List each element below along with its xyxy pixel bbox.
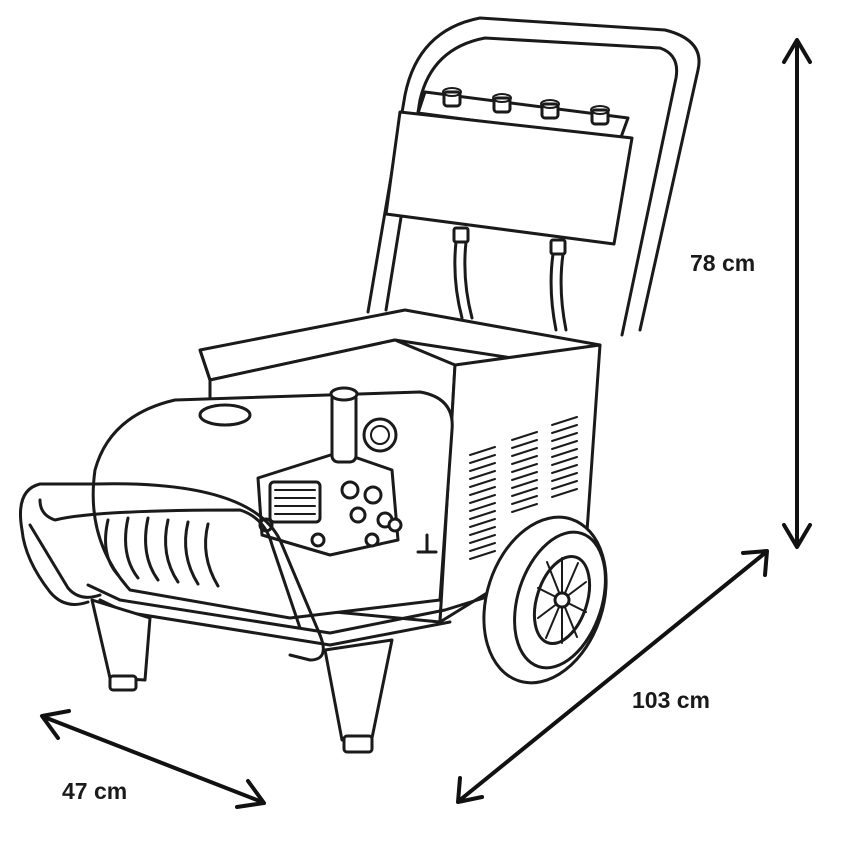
front-bumper — [19, 482, 325, 662]
width-label: 47 cm — [62, 778, 128, 804]
height-arrow — [782, 38, 812, 549]
knob-icon — [590, 105, 610, 126]
pump-assembly — [256, 386, 438, 557]
hoses — [452, 226, 568, 332]
length-label: 103 cm — [632, 687, 711, 713]
wheel-spokes — [537, 557, 587, 644]
length-arrow — [456, 549, 769, 804]
knob-icon — [492, 93, 512, 114]
cooling-fins — [104, 516, 220, 588]
front-legs — [90, 598, 394, 754]
control-panel — [384, 87, 634, 246]
handle-frame — [366, 16, 701, 337]
wheel — [482, 515, 608, 685]
knob-icon — [442, 87, 462, 108]
vent-grille — [469, 416, 578, 560]
height-label: 78 cm — [690, 250, 756, 276]
knob-icon — [540, 99, 560, 120]
width-arrow — [40, 709, 266, 809]
